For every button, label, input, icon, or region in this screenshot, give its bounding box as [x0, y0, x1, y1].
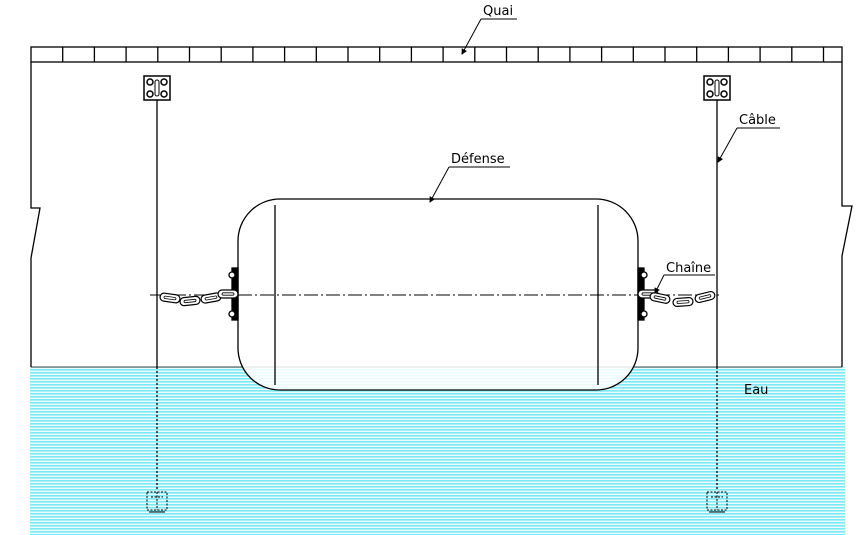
svg-text:Câble: Câble	[739, 113, 776, 128]
label-chain: Chaîne	[654, 261, 715, 294]
quay	[30, 46, 853, 368]
cables	[156, 100, 718, 490]
label-quay: Quai	[461, 4, 517, 55]
svg-text:Chaîne: Chaîne	[666, 261, 711, 276]
svg-text:Défense: Défense	[451, 152, 505, 167]
chain-left	[158, 289, 239, 307]
label-water: Eau	[744, 383, 768, 398]
mooring-plate-right	[703, 75, 731, 101]
chain-right	[637, 289, 717, 308]
label-cable: Câble	[717, 113, 780, 163]
svg-text:Quai: Quai	[483, 4, 513, 19]
mooring-plate-left	[143, 75, 171, 101]
water-area	[30, 367, 845, 535]
label-fender: Défense	[429, 152, 510, 203]
